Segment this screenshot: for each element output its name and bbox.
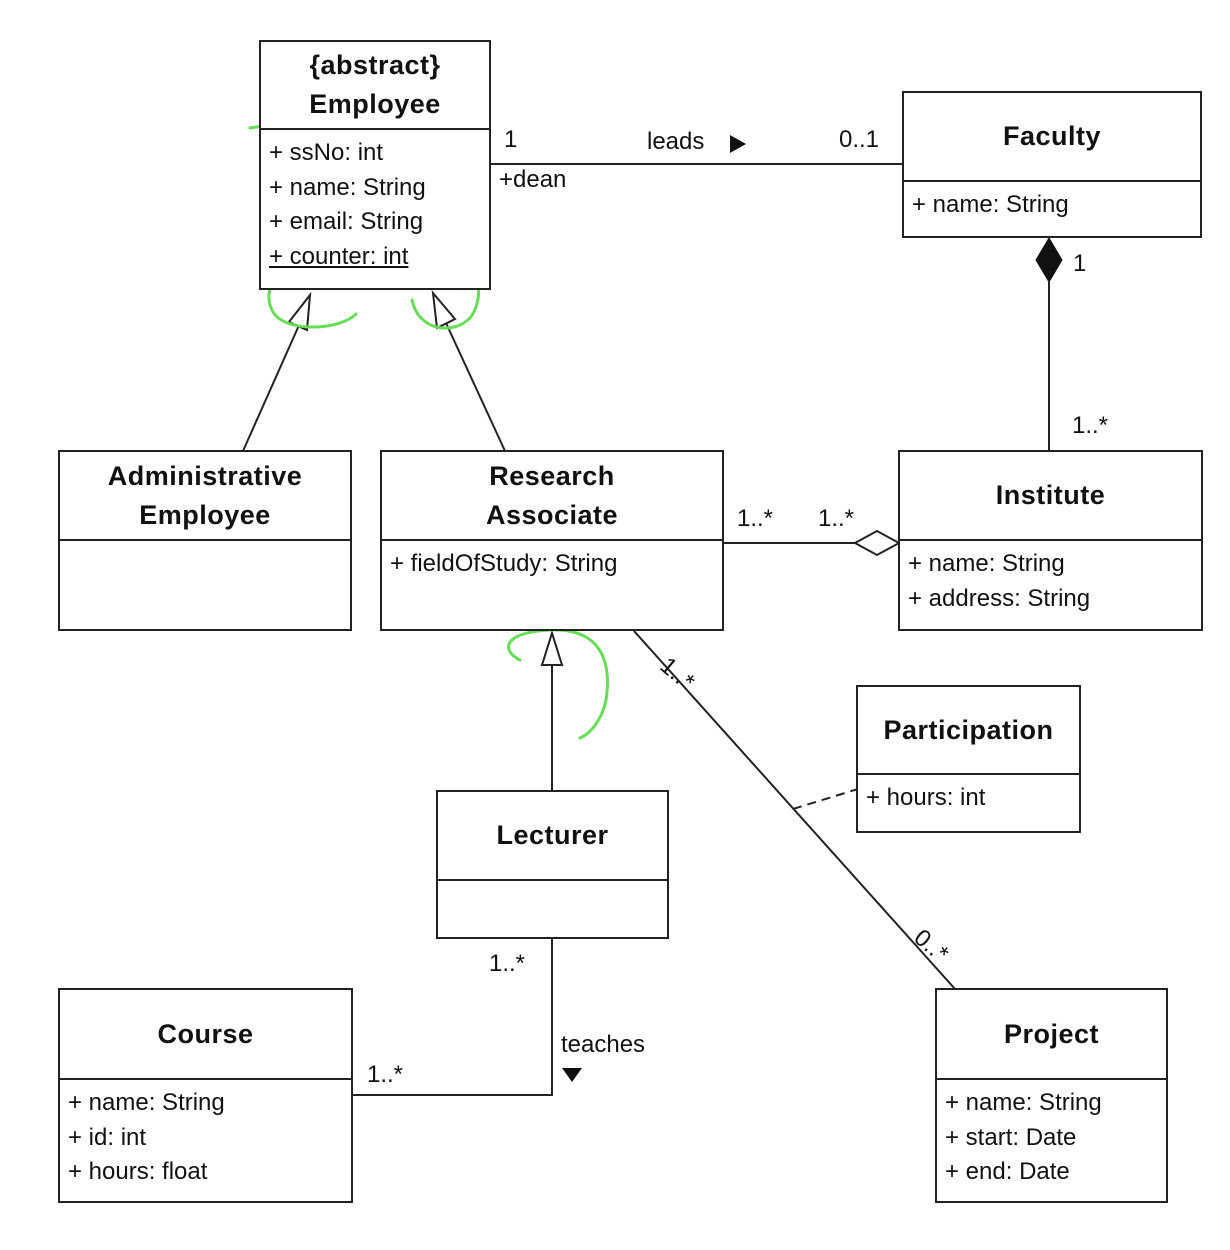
class-institute-header: Institute	[900, 452, 1201, 541]
attribute-list: + name: String	[904, 182, 1200, 236]
class-name: Institute	[995, 480, 1106, 510]
attribute: + address: String	[908, 584, 1091, 612]
class-employee[interactable]: {abstract} Employee + ssNo: int + name: …	[259, 40, 491, 290]
attribute: + fieldOfStudy: String	[390, 550, 618, 577]
attribute-list: + name: String + address: String	[900, 541, 1201, 629]
association-class-dashed-line	[792, 788, 859, 810]
class-institute[interactable]: Institute + name: String + address: Stri…	[898, 450, 1203, 631]
class-participation-header: Participation	[858, 687, 1079, 775]
attribute: + id: int	[68, 1123, 147, 1151]
aggregation-diamond-icon	[852, 529, 902, 557]
class-course-header: Course	[60, 990, 351, 1080]
teaches-lecturer-multiplicity: 1..*	[489, 950, 526, 977]
leads-label: leads	[647, 128, 705, 155]
attribute: + ssNo: int	[269, 139, 384, 166]
class-name-line1: Research	[489, 460, 615, 491]
attribute: + name: String	[908, 550, 1065, 577]
class-lecturer-header: Lecturer	[438, 792, 667, 881]
attribute: + hours: float	[68, 1158, 208, 1185]
attribute: + name: String	[945, 1089, 1102, 1116]
class-name-line2: Associate	[485, 499, 619, 530]
teaches-course-multiplicity: 1..*	[367, 1061, 404, 1088]
attribute-list: + name: String + id: int + hours: float	[60, 1080, 351, 1201]
class-participation[interactable]: Participation + hours: int	[856, 685, 1081, 833]
attribute: + hours: int	[866, 784, 986, 811]
generalization-admin-line	[242, 322, 301, 452]
attribute-list: + fieldOfStudy: String	[382, 541, 722, 629]
aggregation-institute-multiplicity: 1..*	[818, 505, 855, 532]
generalization-ra-arrow-icon	[431, 289, 457, 330]
class-faculty[interactable]: Faculty + name: String	[902, 91, 1202, 238]
class-research-associate-header: Research Associate	[382, 452, 722, 541]
class-name: Employee	[309, 89, 441, 119]
attribute-list	[438, 881, 667, 937]
class-project-header: Project	[937, 990, 1166, 1080]
attribute: + end: Date	[945, 1158, 1070, 1185]
leads-employee-multiplicity: 1	[504, 126, 518, 153]
stereotype-label: {abstract}	[309, 50, 441, 80]
attribute-list	[60, 541, 350, 629]
annotation-circle-lower	[507, 628, 609, 740]
class-course[interactable]: Course + name: String + id: int + hours:…	[58, 988, 353, 1203]
attribute: + email: String	[269, 208, 424, 235]
attribute: + start: Date	[945, 1123, 1077, 1151]
teaches-direction-arrow-icon	[562, 1068, 582, 1082]
composition-diamond-icon	[1035, 237, 1063, 283]
class-administrative-employee-header: Administrative Employee	[60, 452, 350, 541]
leads-direction-arrow-icon	[730, 135, 746, 153]
attribute-list: + hours: int	[858, 775, 1079, 831]
teaches-label: teaches	[561, 1031, 646, 1058]
leads-role-label: +dean	[499, 166, 567, 193]
class-employee-header: {abstract} Employee	[261, 42, 489, 130]
class-administrative-employee[interactable]: Administrative Employee	[58, 450, 352, 631]
generalization-ra-line	[445, 322, 506, 452]
class-name: Project	[1003, 1018, 1100, 1049]
aggregation-ra-multiplicity: 1..*	[737, 505, 774, 532]
attribute: + name: String	[68, 1089, 225, 1116]
attribute: + name: String	[269, 173, 426, 201]
class-name-line2: Employee	[139, 499, 271, 530]
attribute: + name: String	[912, 191, 1069, 218]
composition-institute-multiplicity: 1..*	[1072, 412, 1109, 439]
attribute-list: + name: String + start: Date + end: Date	[937, 1080, 1166, 1201]
class-name: Lecturer	[496, 820, 609, 850]
class-lecturer[interactable]: Lecturer	[436, 790, 669, 939]
participation-association-line	[633, 630, 956, 990]
class-name-line1: Administrative	[107, 460, 303, 491]
class-faculty-header: Faculty	[904, 93, 1200, 182]
teaches-association-line	[351, 938, 553, 1096]
class-name: Participation	[883, 714, 1054, 745]
generalization-lecturer-arrow-icon	[540, 629, 564, 666]
leads-faculty-multiplicity: 0..1	[839, 126, 880, 153]
static-attribute: + counter: int	[269, 242, 409, 270]
composition-faculty-multiplicity: 1	[1073, 250, 1087, 277]
class-research-associate[interactable]: Research Associate + fieldOfStudy: Strin…	[380, 450, 724, 631]
class-project[interactable]: Project + name: String + start: Date + e…	[935, 988, 1168, 1203]
attribute-list: + ssNo: int + name: String + email: Stri…	[261, 130, 489, 288]
class-name: Course	[157, 1018, 254, 1049]
class-name: Faculty	[1002, 121, 1102, 151]
